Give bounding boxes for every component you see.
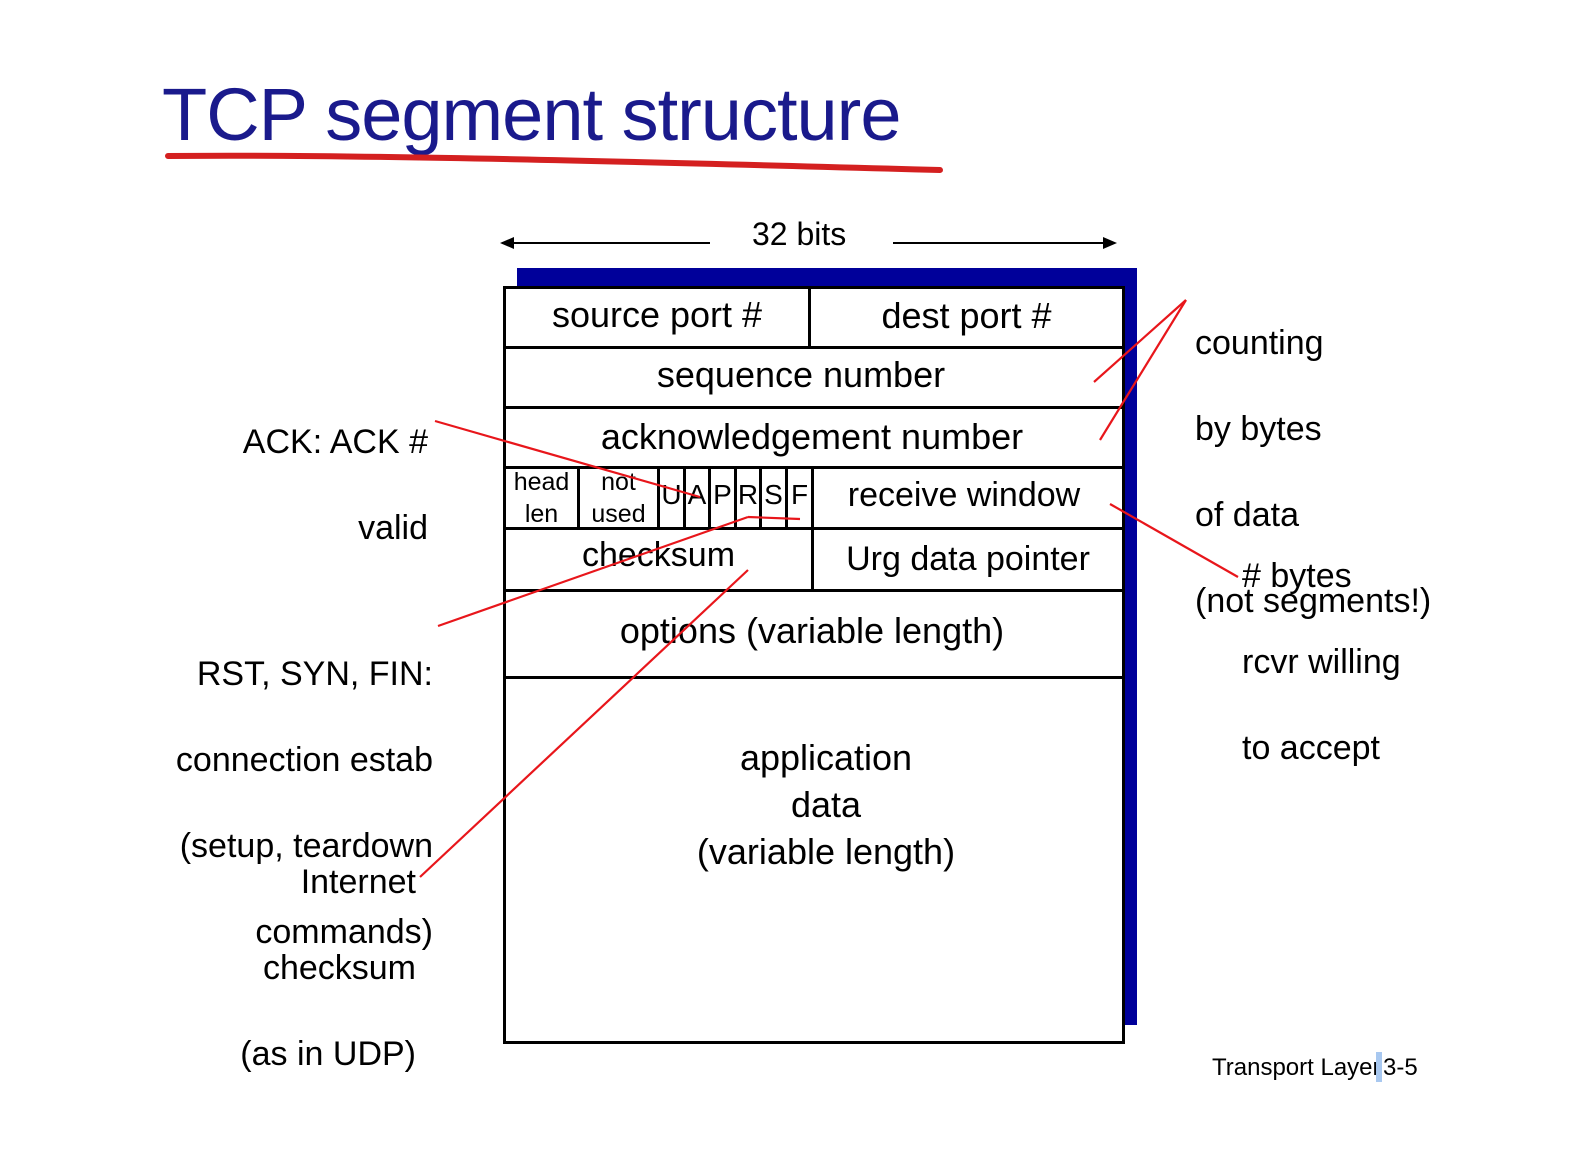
csum-line-1: Internet xyxy=(300,863,416,901)
data-line-3: (variable length) xyxy=(696,830,956,872)
flag-syn: S xyxy=(762,469,788,527)
flag-fin: F xyxy=(788,469,814,527)
rst-syn-fin-annotation: RST, SYN, FIN: connection estab (setup, … xyxy=(176,610,433,997)
tcp-segment: source port # dest port # sequence numbe… xyxy=(503,286,1125,1044)
options-field: options (variable length) xyxy=(619,610,1005,651)
bytes-line-1: # bytes xyxy=(1242,557,1352,595)
data-line-2: data xyxy=(790,783,862,825)
bits-label: 32 bits xyxy=(752,216,847,252)
receive-window-field: receive window xyxy=(847,475,1081,514)
width-arrows xyxy=(500,237,1117,249)
rst-line-1: RST, SYN, FIN: xyxy=(196,655,433,693)
rst-line-3: (setup, teardown xyxy=(179,827,433,865)
page-title: TCP segment structure xyxy=(162,73,901,156)
data-line-1: application xyxy=(739,736,913,778)
count-line-2: by bytes xyxy=(1195,410,1322,448)
source-port-field: source port # xyxy=(506,289,811,346)
options-row: options (variable length) xyxy=(506,592,1122,679)
head-len-line-2: len xyxy=(524,500,559,528)
ack-annotation: ACK: ACK # valid xyxy=(243,378,428,593)
count-line-1: counting xyxy=(1195,324,1324,362)
ack-line-2: valid xyxy=(358,509,428,547)
title-underline xyxy=(165,152,943,173)
ack-row: acknowledgement number xyxy=(506,409,1122,469)
rst-line-2: connection estab xyxy=(175,741,433,779)
bytes-line-3: to accept xyxy=(1242,729,1380,767)
flag-psh: P xyxy=(711,469,737,527)
head-len-line-1: head xyxy=(513,468,570,496)
not-used-line-1: not xyxy=(601,468,636,496)
sequence-row: sequence number xyxy=(506,349,1122,409)
dest-port-field: dest port # xyxy=(881,294,1052,336)
header-flags-row: head len not used U A P R S F receive wi… xyxy=(506,468,1122,530)
window-annotation: # bytes rcvr willing to accept xyxy=(1242,512,1401,813)
ack-line-1: ACK: ACK # xyxy=(242,423,428,461)
flag-urg: U xyxy=(660,469,686,527)
sequence-number-field: sequence number xyxy=(656,353,946,395)
rst-line-4: commands) xyxy=(255,913,433,951)
page-number: 3-5 xyxy=(1383,1054,1418,1081)
application-data-field: application data (variable length) xyxy=(506,679,1146,929)
csum-line-2: checksum xyxy=(262,949,416,987)
checksum-row: checksum Urg data pointer xyxy=(506,530,1122,592)
urg-pointer-field: Urg data pointer xyxy=(846,540,1090,578)
csum-line-3: (as in UDP) xyxy=(240,1035,416,1073)
ports-row: source port # dest port # xyxy=(506,289,1122,349)
text-cursor-highlight xyxy=(1376,1052,1382,1082)
not-used-line-2: used xyxy=(591,500,646,528)
not-used-field: not used xyxy=(580,468,660,528)
checksum-field: checksum xyxy=(506,530,814,589)
checksum-annotation: Internet checksum (as in UDP) xyxy=(240,818,416,1119)
flag-ack: A xyxy=(686,469,711,527)
footer-label: Transport Layer xyxy=(1212,1054,1381,1081)
count-line-4: (not segments!) xyxy=(1195,582,1432,620)
bytes-line-2: rcvr willing xyxy=(1242,643,1401,681)
ack-number-field: acknowledgement number xyxy=(600,415,1024,457)
head-len-field: head len xyxy=(506,468,580,528)
flag-rst: R xyxy=(737,469,762,527)
